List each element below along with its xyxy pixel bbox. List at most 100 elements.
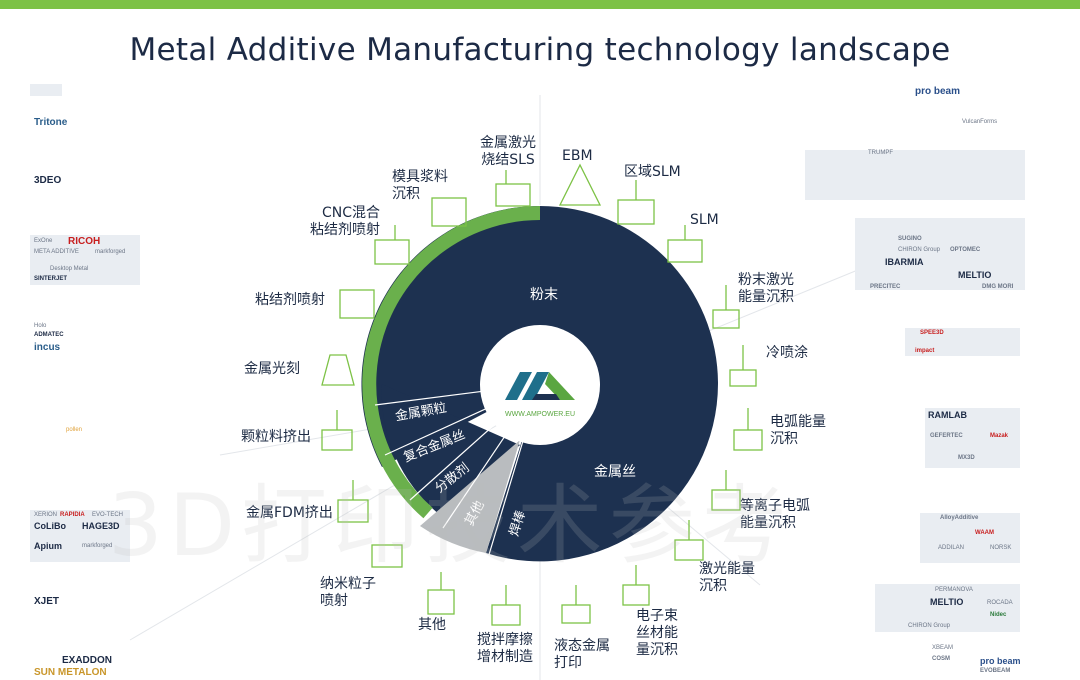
- segment-label-wire: 金属丝: [594, 464, 636, 480]
- tech-pellet-extrusion: 颗粒料挤出: [241, 429, 311, 445]
- logo-xjet: XJET: [34, 596, 60, 607]
- segment-small-navy: [381, 384, 520, 515]
- tech-liquid-metal: 液态金属 打印: [554, 638, 610, 671]
- green-ring: [362, 206, 541, 519]
- logo-rapidia: RAPIDIA: [60, 512, 85, 518]
- logo-gefertec: GEFERTEC: [930, 433, 963, 439]
- slm-icon: [667, 225, 703, 263]
- logo-colibo: CoLiBo: [34, 521, 66, 531]
- liquid-metal-icon: [561, 585, 591, 624]
- logo-evobeam: EVOBEAM: [980, 668, 1011, 674]
- ampower-logo-icon: [505, 372, 575, 400]
- logo-norsk: NORSK: [990, 545, 1012, 551]
- ebeam-wire-icon: [622, 565, 650, 606]
- logo-tritone: Tritone: [34, 117, 68, 128]
- segment-powder: [540, 206, 718, 384]
- logo-nidec: Nidec: [990, 612, 1007, 618]
- tech-slm: SLM: [690, 212, 719, 228]
- tech-ebm: EBM: [562, 148, 593, 164]
- logo-meta-additive: META ADDITIVE: [34, 249, 79, 255]
- logo-trumpf: TRUMPF: [868, 150, 893, 156]
- cnc-binder-icon: [374, 225, 410, 265]
- tech-laser-ded: 激光能量 沉积: [699, 561, 755, 594]
- logo-incus: incus: [34, 342, 61, 353]
- logo-admatec: ADMATEC: [34, 332, 64, 338]
- logo-optomec: OPTOMEC: [950, 247, 981, 253]
- cold-spray-icon: [729, 345, 757, 387]
- sls-icon: [495, 170, 531, 207]
- arc-ded-icon: [733, 408, 763, 451]
- logo-sun-metalon: SUN METALON: [34, 667, 107, 678]
- tech-ebeam-wire: 电子束 丝材能 量沉积: [636, 608, 678, 658]
- plasma-arc-icon: [711, 470, 741, 511]
- logo-sugino: SUGINO: [898, 236, 922, 242]
- area-slm-icon: [617, 180, 655, 225]
- logo-dmg-mori: DMG MORI: [982, 284, 1014, 290]
- company-logo-blocks: [30, 84, 1025, 632]
- pellet-extrusion-icon: [321, 410, 353, 451]
- logo-exaddon: EXADDON: [62, 655, 113, 666]
- tech-mold-slurry: 模具浆料 沉积: [392, 169, 448, 202]
- friction-stir-icon: [491, 585, 521, 626]
- nano-jetting-icon: [371, 544, 403, 568]
- logo-hage3d: HAGE3D: [82, 521, 120, 531]
- segment-label-powder: 粉末: [530, 287, 558, 303]
- logo-spee3d: SPEE3D: [920, 330, 944, 336]
- fdm-icon: [337, 480, 369, 523]
- tech-metal-laser-sls: 金属激光 烧结SLS: [480, 135, 536, 168]
- logo-chiron-2: CHIRON Group: [908, 623, 951, 629]
- logo-mazak: Mazak: [990, 433, 1009, 439]
- center-url: WWW.AMPOWER.EU: [505, 411, 575, 418]
- logo-pro-beam-top: pro beam: [915, 86, 961, 97]
- logo-holo: Holo: [34, 323, 47, 329]
- logo-markforged: markforged: [82, 543, 113, 549]
- logo-chiron: CHIRON Group: [898, 247, 941, 253]
- logo-3deo: 3DEO: [34, 175, 62, 186]
- tech-area-slm: 区域SLM: [624, 164, 681, 180]
- logo-ibarmia: IBARMIA: [885, 257, 924, 267]
- logo-exone: ExOne: [34, 238, 53, 244]
- logo-addilan: ADDILAN: [938, 545, 965, 551]
- tech-metal-lithography: 金属光刻: [244, 361, 300, 377]
- logo-precitec: PRECITEC: [870, 284, 901, 290]
- logo-ricoh: RICOH: [68, 236, 101, 247]
- logo-ramlab: RAMLAB: [928, 410, 967, 420]
- ebm-icon: [558, 163, 602, 206]
- logo-cosm: COSM: [932, 656, 950, 662]
- powder-ded-icon: [712, 285, 740, 329]
- tech-cnc-binder: CNC混合 粘结剂喷射: [310, 205, 380, 238]
- tech-plasma-arc: 等离子电弧 能量沉积: [740, 498, 810, 531]
- logo-xbeam: XBEAM: [932, 645, 954, 651]
- mold-slurry-icon: [431, 197, 467, 227]
- logo-markforged-left: markforged: [95, 249, 126, 255]
- logo-pollen: pollen: [66, 427, 83, 433]
- logo-permanova: PERMANOVA: [935, 587, 973, 593]
- laser-ded-icon: [674, 520, 704, 561]
- logo-meltio-2: MELTIO: [930, 597, 964, 607]
- logo-mx3d: MX3D: [958, 455, 975, 461]
- logo-evo-tech: EVO-TECH: [92, 512, 124, 518]
- logo-impact: impact: [915, 348, 935, 354]
- tech-arc-ded: 电弧能量 沉积: [770, 414, 826, 447]
- tech-nanoparticle-jetting: 纳米粒子 喷射: [320, 576, 376, 609]
- logo-sinterjet: SINTERJET: [34, 276, 68, 282]
- logo-vulcanforms: VulcanForms: [962, 119, 998, 125]
- lithography-icon: [321, 354, 355, 386]
- top-accent-bar: [0, 0, 1080, 9]
- logo-desktop-metal: Desktop Metal: [50, 266, 89, 272]
- logo-rocada: ROCADA: [987, 600, 1013, 606]
- tech-cold-spray: 冷喷涂: [766, 345, 808, 361]
- logo-meltio: MELTIO: [958, 270, 992, 280]
- tech-powder-laser-ded: 粉末激光 能量沉积: [738, 272, 794, 305]
- tech-other: 其他: [418, 617, 446, 633]
- other-tech-icon: [427, 572, 455, 615]
- logo-pro-beam-bottom: pro beam: [980, 656, 1021, 666]
- tech-binder-jetting: 粘结剂喷射: [255, 292, 325, 308]
- binder-jetting-icon: [339, 289, 375, 319]
- logo-apium: Apium: [34, 541, 62, 551]
- logo-xerion: XERION: [34, 512, 58, 518]
- page-title: Metal Additive Manufacturing technology …: [129, 32, 951, 68]
- tech-icons: [321, 163, 763, 626]
- tech-metal-fdm: 金属FDM挤出: [246, 505, 333, 521]
